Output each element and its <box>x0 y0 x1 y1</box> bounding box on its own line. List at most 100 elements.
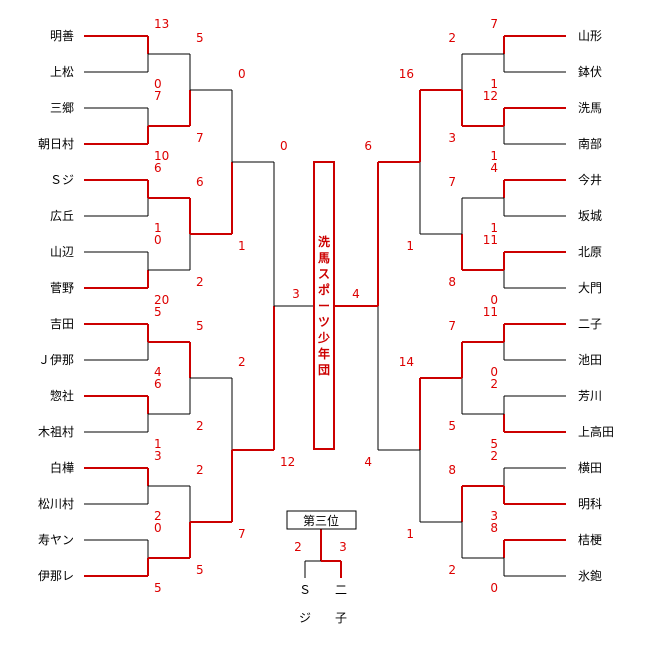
right-final-score: 4 <box>352 287 360 301</box>
left-score-r2-4: 5 <box>196 319 204 333</box>
right-score-r1-4: 4 <box>490 161 498 175</box>
bracket-labels: 明善上松三郷朝日村Ｓジ広丘山辺菅野吉田Ｊ伊那惣社木祖村白樺松川村寿ヤン伊那レ13… <box>38 17 614 595</box>
right-score-r1-0: 7 <box>490 17 498 31</box>
left-team-5: Ｓジ <box>50 173 74 187</box>
left-team-6: 広丘 <box>50 209 74 223</box>
third-place-left-team: Ｓジ <box>299 583 311 625</box>
left-score-r1-13: 2 <box>154 509 162 523</box>
right-team-8: 大門 <box>578 281 602 295</box>
right-team-11: 芳川 <box>578 389 602 403</box>
right-team-2: 鉢伏 <box>578 65 602 79</box>
left-team-9: 吉田 <box>50 317 74 331</box>
right-score-r1-5: 1 <box>490 221 498 235</box>
right-score-r3-1: 1 <box>406 239 414 253</box>
champion-name: 洗馬スポーツ少年団 <box>317 234 330 377</box>
left-team-1: 明善 <box>50 28 74 43</box>
left-team-8: 菅野 <box>50 281 74 295</box>
left-score-r3-2: 2 <box>238 355 246 369</box>
right-score-r2-6: 8 <box>448 463 456 477</box>
right-score-r1-12: 2 <box>490 449 498 463</box>
right-team-5: 今井 <box>578 172 602 187</box>
right-team-16: 氷鉋 <box>578 568 602 583</box>
left-team-7: 山辺 <box>50 245 74 259</box>
left-score-r1-9: 4 <box>154 365 162 379</box>
left-score-r2-1: 7 <box>196 131 204 145</box>
left-score-r2-2: 6 <box>196 175 204 189</box>
right-score-r2-1: 3 <box>448 131 456 145</box>
left-team-15: 寿ヤン <box>38 533 74 547</box>
right-team-9: 二子 <box>578 317 602 331</box>
left-score-r1-1: 0 <box>154 77 162 91</box>
right-team-15: 桔梗 <box>578 532 602 547</box>
right-score-r1-14: 8 <box>490 521 498 535</box>
left-score-r1-11: 1 <box>154 437 162 451</box>
right-score-r1-7: 0 <box>490 293 498 307</box>
right-score-r2-4: 7 <box>448 319 456 333</box>
right-team-14: 明科 <box>578 497 602 511</box>
right-score-r1-6: 11 <box>483 233 498 247</box>
left-team-12: 木祖村 <box>38 424 74 439</box>
third-place-label: 第三位 <box>303 513 339 528</box>
right-score-r2-0: 2 <box>448 31 456 45</box>
right-score-r1-1: 1 <box>490 77 498 91</box>
bracket-lines <box>84 35 566 578</box>
right-score-r3-2: 14 <box>399 355 414 369</box>
right-score-r2-7: 2 <box>448 563 456 577</box>
right-score-r1-13: 3 <box>490 509 498 523</box>
left-score-r1-7: 20 <box>154 293 169 307</box>
left-score-r1-12: 3 <box>154 449 162 463</box>
left-team-13: 白樺 <box>50 460 74 475</box>
left-score-r2-5: 2 <box>196 419 204 433</box>
left-score-r3-3: 7 <box>238 527 246 541</box>
right-team-4: 南部 <box>578 136 602 151</box>
right-score-r3-0: 16 <box>399 67 414 81</box>
left-score-r1-15: 5 <box>154 581 162 595</box>
right-score-r1-2: 12 <box>483 89 498 103</box>
right-team-13: 横田 <box>578 461 602 475</box>
left-score-r1-2: 7 <box>154 89 162 103</box>
right-score-r2-2: 7 <box>448 175 456 189</box>
left-score-r2-3: 2 <box>196 275 204 289</box>
champion-box <box>313 161 335 450</box>
left-team-11: 惣社 <box>50 388 74 403</box>
third-place-right-team: 二子 <box>335 583 347 625</box>
right-team-3: 洗馬 <box>578 101 602 115</box>
left-score-r2-6: 2 <box>196 463 204 477</box>
left-score-r2-0: 5 <box>196 31 204 45</box>
left-team-4: 朝日村 <box>38 137 74 151</box>
right-score-r2-3: 8 <box>448 275 456 289</box>
left-team-16: 伊那レ <box>38 569 74 583</box>
left-score-r1-5: 1 <box>154 221 162 235</box>
left-score-r1-4: 6 <box>154 161 162 175</box>
left-score-r3-0: 0 <box>238 67 246 81</box>
left-score-r1-3: 10 <box>154 149 169 163</box>
right-score-r1-9: 0 <box>490 365 498 379</box>
left-score-r1-14: 0 <box>154 521 162 535</box>
left-score-r2-7: 5 <box>196 563 204 577</box>
right-score-r2-5: 5 <box>448 419 456 433</box>
left-score-r3-1: 1 <box>238 239 246 253</box>
right-score-r3-3: 1 <box>406 527 414 541</box>
right-team-7: 北原 <box>578 245 602 259</box>
right-team-6: 坂城 <box>578 209 602 223</box>
left-score-r4-1: 12 <box>280 455 295 469</box>
right-score-r4-0: 6 <box>364 139 372 153</box>
right-team-1: 山形 <box>578 29 602 43</box>
right-score-r1-10: 2 <box>490 377 498 391</box>
left-team-10: Ｊ伊那 <box>38 353 74 367</box>
third-place-box <box>286 510 357 530</box>
left-score-r1-8: 5 <box>154 305 162 319</box>
right-score-r1-15: 0 <box>490 581 498 595</box>
left-final-score: 3 <box>292 287 300 301</box>
third-place-right-score: 3 <box>339 540 347 554</box>
left-score-r1-10: 6 <box>154 377 162 391</box>
third-place-left-score: 2 <box>294 540 302 554</box>
right-score-r1-11: 5 <box>490 437 498 451</box>
left-team-2: 上松 <box>50 65 74 79</box>
left-score-r1-6: 0 <box>154 233 162 247</box>
left-team-14: 松川村 <box>38 497 74 511</box>
left-score-r1-0: 13 <box>154 17 169 31</box>
left-score-r4-0: 0 <box>280 139 288 153</box>
right-team-10: 池田 <box>578 353 602 367</box>
